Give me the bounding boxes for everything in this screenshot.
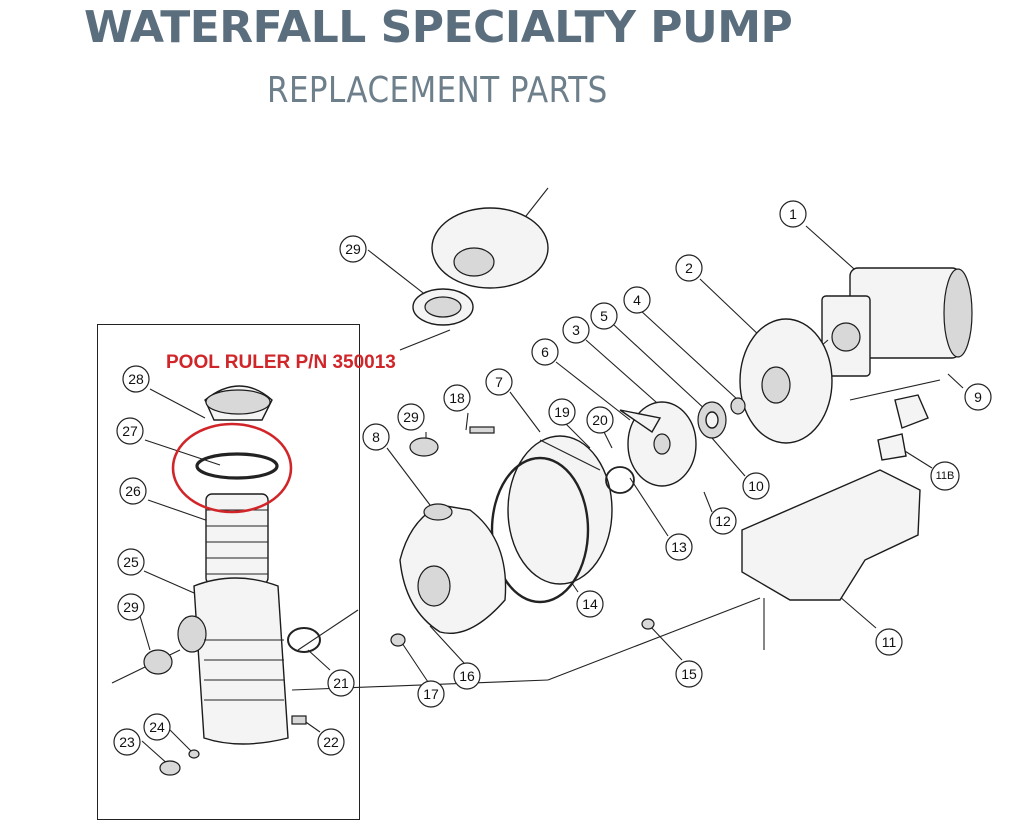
motor [813, 267, 973, 377]
callout-29-strainer: 29 [117, 593, 145, 621]
svg-text:1: 1 [789, 206, 797, 222]
svg-text:4: 4 [633, 292, 641, 308]
svg-text:18: 18 [449, 390, 465, 406]
svg-text:3: 3 [572, 322, 580, 338]
highlight-oring-ellipse [171, 422, 293, 514]
diffuser-oring [490, 456, 590, 604]
svg-text:15: 15 [681, 666, 697, 682]
callout-8: 8 [362, 423, 390, 451]
svg-text:24: 24 [149, 719, 165, 735]
shaft-seal [697, 397, 746, 439]
small-fittings [390, 426, 655, 647]
callout-11: 11 [875, 628, 903, 656]
callout-13: 13 [665, 533, 693, 561]
callout-20: 20 [586, 406, 614, 434]
svg-text:11B: 11B [936, 470, 955, 482]
svg-text:19: 19 [554, 404, 570, 420]
callout-29-wear-ring: 29 [339, 235, 367, 263]
callout-18: 18 [443, 384, 471, 412]
callout-12: 12 [709, 507, 737, 535]
svg-text:22: 22 [323, 734, 339, 750]
callout-29-fitting: 29 [397, 403, 425, 431]
svg-text:29: 29 [123, 599, 139, 615]
svg-text:10: 10 [748, 478, 764, 494]
callout-22: 22 [317, 728, 345, 756]
impeller [619, 401, 697, 487]
callout-6: 6 [531, 338, 559, 366]
motor-foot [877, 394, 929, 461]
svg-text:29: 29 [403, 409, 419, 425]
motor-support [741, 469, 921, 601]
callout-2: 2 [675, 254, 703, 282]
callout-3: 3 [562, 316, 590, 344]
svg-text:8: 8 [372, 429, 380, 445]
strainer-assembly [143, 385, 321, 776]
svg-text:28: 28 [128, 371, 144, 387]
svg-text:9: 9 [974, 389, 982, 405]
svg-text:6: 6 [541, 344, 549, 360]
svg-text:25: 25 [123, 554, 139, 570]
callout-9: 9 [964, 383, 992, 411]
svg-text:11: 11 [882, 634, 897, 650]
page-title: WATERFALL SPECIALTY PUMP [84, 2, 793, 53]
callout-1: 1 [779, 200, 807, 228]
pool-ruler-part-label: POOL RULER P/N 350013 [166, 352, 396, 373]
diffuser [507, 435, 613, 585]
callout-21: 21 [327, 669, 355, 697]
pump-housing [399, 503, 507, 634]
callout-26: 26 [119, 477, 147, 505]
callout-19: 19 [548, 398, 576, 426]
svg-text:12: 12 [715, 513, 731, 529]
svg-text:27: 27 [122, 423, 138, 439]
callout-15: 15 [675, 660, 703, 688]
callout-24: 24 [143, 713, 171, 741]
seal-plate [739, 318, 833, 444]
callout-23: 23 [113, 728, 141, 756]
svg-text:17: 17 [423, 686, 439, 702]
callout-17: 17 [417, 680, 445, 708]
svg-text:5: 5 [600, 308, 608, 324]
svg-text:13: 13 [671, 539, 687, 555]
callout-4: 4 [623, 286, 651, 314]
callout-28: 28 [122, 365, 150, 393]
svg-text:14: 14 [582, 596, 598, 612]
callout-5: 5 [590, 302, 618, 330]
callout-27: 27 [116, 417, 144, 445]
callout-11B: 11B [930, 461, 960, 491]
svg-text:2: 2 [685, 260, 693, 276]
wear-ring [412, 207, 549, 326]
svg-text:7: 7 [495, 374, 503, 390]
callout-10: 10 [742, 472, 770, 500]
svg-text:21: 21 [333, 675, 349, 691]
svg-text:26: 26 [125, 483, 141, 499]
svg-text:29: 29 [345, 241, 361, 257]
callout-16: 16 [453, 662, 481, 690]
strainer-inset-box [97, 324, 360, 820]
svg-text:23: 23 [119, 734, 135, 750]
page-subtitle: REPLACEMENT PARTS [267, 70, 608, 111]
svg-text:20: 20 [592, 412, 608, 428]
callout-14: 14 [576, 590, 604, 618]
callout-25: 25 [117, 548, 145, 576]
svg-text:16: 16 [459, 668, 475, 684]
callout-7: 7 [485, 368, 513, 396]
